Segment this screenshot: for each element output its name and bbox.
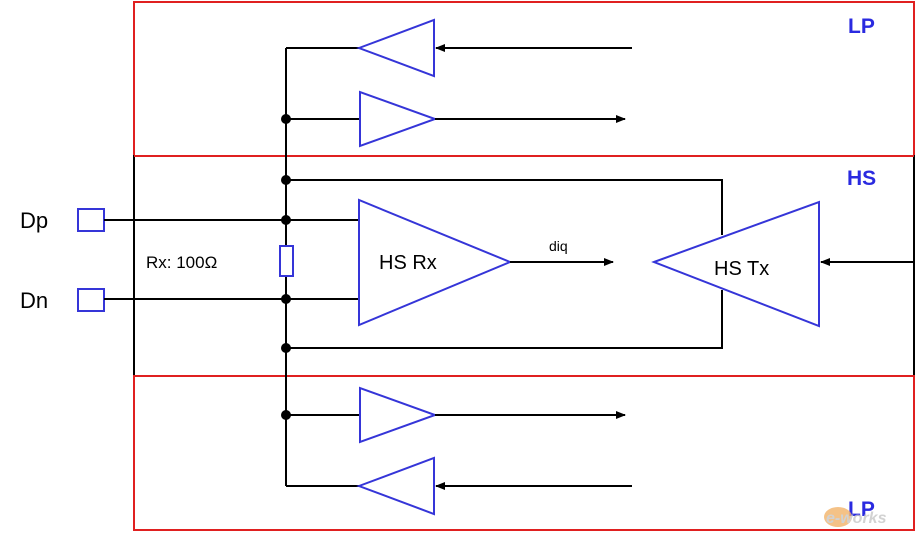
diq-label: diq bbox=[549, 238, 568, 254]
lp-top-label: LP bbox=[848, 15, 875, 38]
junction-dot bbox=[281, 294, 291, 304]
hs-rx-amplifier bbox=[358, 198, 513, 327]
lp-top-rx-buffer bbox=[356, 18, 435, 78]
lp-bottom-label: LP bbox=[848, 498, 875, 521]
lp-top-region bbox=[133, 1, 915, 157]
lp-bottom-tx-buffer bbox=[359, 386, 438, 444]
e-works-watermark-logo: e-works bbox=[824, 507, 887, 527]
lp-bottom-rx-buffer bbox=[356, 456, 435, 516]
junction-dot bbox=[281, 114, 291, 124]
svg-text:e-works: e-works bbox=[826, 510, 887, 527]
resistor-label: Rx: 100Ω bbox=[146, 253, 217, 272]
hs-label: HS bbox=[847, 167, 876, 190]
dp-pin bbox=[77, 208, 105, 232]
junction-dot bbox=[281, 175, 291, 185]
hs-rx-label: HS Rx bbox=[379, 252, 437, 274]
dn-pin bbox=[77, 288, 105, 312]
junction-dot bbox=[281, 343, 291, 353]
junction-dot bbox=[281, 215, 291, 225]
lp-top-tx-buffer bbox=[359, 90, 438, 148]
dp-label: Dp bbox=[20, 208, 48, 233]
hs-tx-amplifier bbox=[651, 200, 820, 328]
hs-tx-label: HS Tx bbox=[714, 258, 769, 280]
termination-resistor bbox=[279, 245, 294, 277]
hs-region bbox=[133, 155, 915, 377]
junction-dot bbox=[281, 410, 291, 420]
hs-tx-bottom-output-wire bbox=[286, 290, 723, 349]
lp-bottom-region bbox=[133, 375, 915, 531]
hs-tx-top-output-wire bbox=[286, 179, 723, 235]
dn-label: Dn bbox=[20, 288, 48, 313]
